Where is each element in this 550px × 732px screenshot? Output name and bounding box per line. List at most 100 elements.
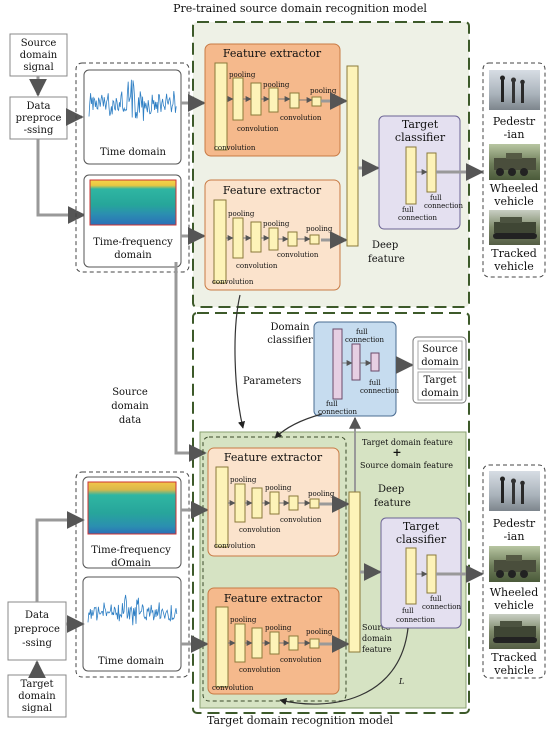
- arrow-source-data-to-fe: [174, 262, 207, 462]
- classifier-bottom-line2: classifier: [396, 533, 447, 546]
- preprocess-bottom-line3: -ssing: [22, 638, 52, 649]
- classifier-top-line1: Target: [402, 118, 439, 131]
- classifier-bottom-fc1-label-1: full: [402, 607, 414, 615]
- fe-top-1-layer-5: [289, 92, 300, 109]
- fe-bottom-2-pooling-1: pooling: [230, 616, 257, 624]
- domain-cls-fc-2: [351, 343, 361, 381]
- classifier-bottom-fc2-label-1: full: [430, 595, 442, 603]
- fe-bottom-1-conv-2: convolution: [239, 526, 281, 534]
- deep-feature-top-line2: feature: [368, 254, 405, 265]
- pedestrian-bottom-line1: Pedestr: [493, 517, 536, 530]
- spectrogram-top: [89, 179, 177, 226]
- fe-bottom-1-layer-2: [234, 483, 246, 523]
- fe-bottom-2-layer-2: [234, 623, 246, 663]
- classifier-top-fc1-label-1: full: [402, 206, 414, 214]
- wheeled-bottom-line1: Wheeled: [490, 586, 538, 599]
- tracked-bottom-line1: Tracked: [491, 651, 537, 664]
- domain-cls-fc-3: [370, 352, 380, 372]
- fe-top-1-pooling-1: pooling: [229, 71, 256, 79]
- fe-bottom-2-layer-3: [251, 627, 263, 659]
- classifier-top-fc-2: [426, 152, 437, 193]
- classifier-top-fc2-label-1: full: [430, 194, 442, 202]
- fe-top-2-conv-3: convolution: [277, 251, 319, 259]
- domain-cls-fc-1: [332, 328, 343, 400]
- fe-top-2-conv-2: convolution: [236, 262, 278, 270]
- target-signal-line3: signal: [22, 703, 52, 714]
- source-domain-data-line3: data: [119, 415, 141, 426]
- fe-bottom-1-title: Feature extractor: [224, 451, 323, 464]
- tf-bottom-line1: Time-frequency: [91, 545, 171, 556]
- fe-top-2-layer-5: [287, 231, 298, 247]
- pedestrian-top-line2: -ian: [504, 128, 525, 141]
- fe-top-2-layer-4: [268, 227, 279, 251]
- classifier-top-line2: classifier: [395, 131, 446, 144]
- classifier-top-fc-1: [405, 146, 417, 205]
- fe-bottom-1-conv-1: convolution: [214, 542, 256, 550]
- fe-top-1-title: Feature extractor: [223, 47, 322, 60]
- domain-fc-label-1b: connection: [345, 336, 384, 344]
- tracked-top-line2: vehicle: [493, 260, 534, 273]
- time-domain-waveform: [88, 79, 177, 121]
- fe-top-2-layers: [213, 199, 320, 284]
- fe-top-1-pooling-2: pooling: [263, 81, 290, 89]
- fe-top-2-layer-6: [309, 234, 320, 245]
- fe-top-2-layer-1: [213, 199, 227, 284]
- classifier-bottom-fc2-label-2: connection: [422, 603, 461, 611]
- source-feature-bottom-line2: domain: [362, 634, 392, 643]
- bottom-time-waveform: [87, 594, 178, 626]
- pedestrian-photo-bottom: [489, 471, 540, 511]
- fe-bottom-2-conv-3: convolution: [280, 656, 322, 664]
- target-signal-line1: Target: [21, 679, 54, 690]
- classifier-top-fc2-label-2: connection: [424, 202, 463, 210]
- fe-bottom-1-pooling-3: pooling: [308, 490, 335, 498]
- fe-bottom-1-layer-3: [251, 487, 263, 519]
- source-signal-line1: Source: [21, 38, 57, 49]
- fe-bottom-1-pooling-1: pooling: [230, 476, 257, 484]
- classifier-bottom-line1: Target: [403, 520, 440, 533]
- preprocess-top-line3: -ssing: [24, 125, 54, 136]
- fe-top-1-layer-4: [268, 87, 279, 113]
- source-feature-bottom-line3: feature: [362, 645, 392, 654]
- bottom-extractor-group: [202, 436, 347, 702]
- preprocess-top-line1: Data: [27, 101, 51, 112]
- gradient-arrow: [274, 413, 323, 439]
- source-domain-line1: Source: [422, 344, 458, 355]
- parameters-arrow: [234, 294, 246, 429]
- fe-bottom-1-conv-3: convolution: [280, 516, 322, 524]
- fe-bottom-2-layer-4: [269, 631, 280, 655]
- classifier-bottom-fc1-label-2: connection: [396, 616, 435, 624]
- fe-bottom-2-conv-2: convolution: [239, 666, 281, 674]
- deep-feature-bottom-line1: Deep: [378, 484, 404, 495]
- domain-fc-label-3a: full: [326, 400, 338, 408]
- source-domain-data-line1: Source: [112, 387, 148, 398]
- source-signal-line3: signal: [23, 62, 53, 73]
- tf-label-line1: Time-frequency: [93, 237, 173, 248]
- target-domain-feature-label: Target domain feature: [362, 438, 453, 447]
- fe-top-1-conv-2: convolution: [237, 125, 279, 133]
- fe-top-1-layer-6: [311, 96, 322, 107]
- parameters-label: Parameters: [243, 376, 301, 387]
- pedestrian-top-line1: Pedestr: [493, 115, 536, 128]
- fe-top-1-layer-3: [250, 82, 262, 116]
- fe-top-2-title: Feature extractor: [223, 184, 322, 197]
- preprocess-top-line2: preproce: [16, 113, 62, 124]
- domain-fc-label-2b: connection: [360, 387, 399, 395]
- fe-bottom-2-layer-5: [288, 635, 299, 651]
- arrow-preprocess-to-tf: [36, 139, 86, 224]
- domain-fc-label-2a: full: [369, 379, 381, 387]
- top-model-title: Pre-trained source domain recognition mo…: [173, 2, 427, 15]
- target-signal-line2: domain: [18, 691, 56, 702]
- fe-bottom-1-pooling-2: pooling: [265, 484, 292, 492]
- arrow-preprocess-to-tf-bottom: [35, 511, 85, 602]
- fe-top-2-layer-3: [250, 221, 262, 253]
- domain-fc-label-3b: connection: [318, 408, 357, 416]
- loss-label: L: [398, 677, 404, 686]
- fe-top-1-layers: [214, 62, 322, 151]
- time-domain-label: Time domain: [100, 147, 167, 158]
- tf-label-line2: domain: [114, 250, 152, 261]
- fe-bottom-1-layer-4: [269, 491, 280, 515]
- fe-bottom-1-layer-5: [288, 495, 299, 511]
- domain-classifier-line2: classifier: [267, 335, 313, 346]
- source-feature-bottom-line1: Source: [362, 623, 391, 632]
- source-domain-line2: domain: [421, 357, 459, 368]
